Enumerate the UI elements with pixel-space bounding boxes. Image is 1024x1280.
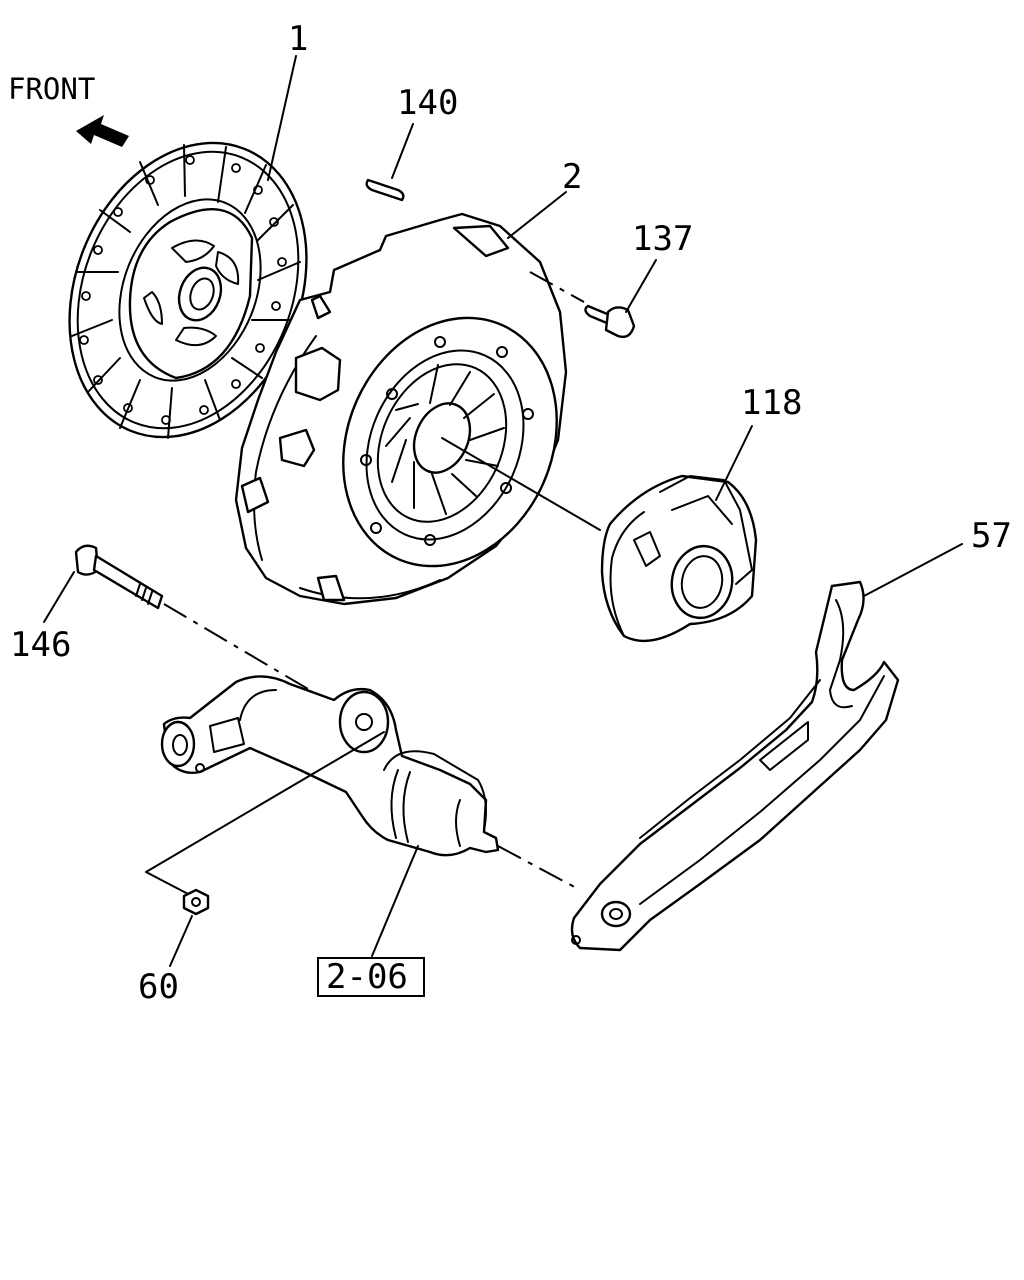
front-label: FRONT <box>8 72 95 106</box>
clutch-disc <box>68 141 308 439</box>
leader-lines <box>43 55 963 967</box>
callout-2: 2 <box>562 157 582 197</box>
callout-57: 57 <box>971 516 1012 556</box>
callout-140: 140 <box>397 83 458 123</box>
release-bearing <box>600 474 758 643</box>
slave-cylinder <box>160 675 581 891</box>
front-arrow-icon <box>76 115 129 147</box>
callout-2-06-box: 2-06 <box>317 957 425 997</box>
dowel-pin <box>365 178 405 202</box>
callout-146: 146 <box>10 625 71 665</box>
callout-60: 60 <box>138 967 179 1007</box>
center-line <box>441 437 601 531</box>
nut <box>182 888 210 916</box>
callout-1: 1 <box>288 19 308 59</box>
pressure-plate-bolt <box>529 271 636 339</box>
nut-leader <box>145 731 385 897</box>
callout-137: 137 <box>632 219 693 259</box>
front-indicator: FRONT <box>8 72 129 147</box>
callout-118: 118 <box>741 383 802 423</box>
long-bolt <box>74 544 331 703</box>
release-fork <box>570 580 900 952</box>
callout-2-06: 2-06 <box>326 957 408 997</box>
